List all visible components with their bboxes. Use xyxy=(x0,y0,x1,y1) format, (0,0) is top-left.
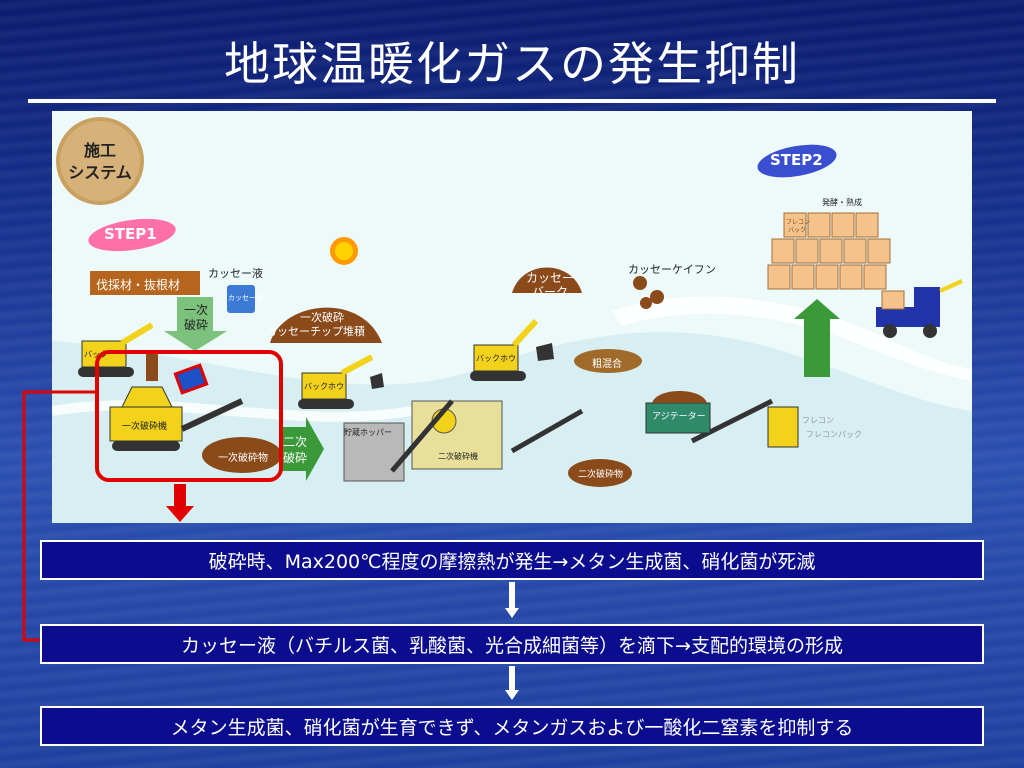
primary-crush-line2: 破砕 xyxy=(184,318,209,332)
primary-crusher-label: 一次破砕機 xyxy=(122,422,168,432)
backhoe-top xyxy=(470,318,554,381)
bark-pile xyxy=(512,267,582,293)
primary-crush-arrow xyxy=(164,297,227,351)
felling-logs xyxy=(90,271,200,295)
backhoe-mid xyxy=(298,354,384,409)
flecon-label: フレコン xyxy=(802,416,834,425)
secondary-crushed-label: 二次破砕物 xyxy=(578,470,624,480)
rough-mix-pile xyxy=(574,349,642,373)
flecon-bagger xyxy=(767,406,799,448)
kassei-liquid-label: カッセー液 xyxy=(208,267,263,280)
flecon-bag-stack xyxy=(767,212,891,290)
truck xyxy=(876,279,963,338)
kassei-liquid-can-label: カッセー液 xyxy=(228,294,263,302)
pile-label-line1: 一次破砕 xyxy=(300,311,344,324)
system-badge-line2: システム xyxy=(68,163,132,182)
explanation-box-3: メタン生成菌、硝化菌が生育できず、メタンガスおよび一酸化二窒素を抑制する xyxy=(40,706,984,746)
system-badge-line1: 施工 xyxy=(83,141,116,160)
step2-badge xyxy=(757,144,837,178)
sun-icon xyxy=(330,237,358,265)
backhoe-mid-label: バックホウ xyxy=(304,382,344,391)
flecon-bag-line2: バック xyxy=(788,227,807,234)
fermentation-label: 発酵・熟成 xyxy=(822,198,862,207)
conveyor-3 xyxy=(690,398,774,444)
storage-hopper-label: 貯蔵ホッパー xyxy=(344,428,392,437)
secondary-crusher-label: 二次破砕機 xyxy=(438,452,478,461)
process-diagram: 施工 システム STEP1 STEP2 伐採材・抜根材 カッセー液 カッセー液 … xyxy=(52,111,972,523)
powder-ball xyxy=(633,276,647,290)
backhoe-top-label: バックホウ xyxy=(476,354,516,363)
page-title: 地球温暖化ガスの発生抑制 xyxy=(224,37,800,91)
step2-label: STEP2 xyxy=(770,151,823,169)
agitator xyxy=(645,391,711,434)
flecon-bag-line1: フレコン xyxy=(786,219,811,226)
step1-badge xyxy=(88,218,176,252)
upward-arrow xyxy=(794,299,840,377)
down-arrow-2 xyxy=(505,666,519,704)
secondary-crush-line1: 二次 xyxy=(283,435,308,449)
backhoe-left-label: バック xyxy=(84,350,108,359)
felling-label: 伐採材・抜根材 xyxy=(96,278,181,292)
primary-crush-line1: 一次 xyxy=(184,303,209,317)
secondary-crushed-pile xyxy=(568,459,632,487)
conveyor-2 xyxy=(510,408,584,454)
secondary-crush-line2: 破砕 xyxy=(283,451,308,465)
bark-line1: カッセー xyxy=(526,271,575,285)
powder-ball xyxy=(650,290,664,304)
agitator-label: アジテーター xyxy=(652,412,706,422)
secondary-crusher xyxy=(411,400,503,470)
title-rule xyxy=(28,99,996,103)
kassei-powder-label: カッセーケイフン xyxy=(628,263,716,276)
rough-mix-label: 粗混合 xyxy=(592,359,622,370)
flecon-pack-label: フレコンパック xyxy=(806,430,862,439)
primary-crushed-label: 一次破砕物 xyxy=(218,453,268,464)
explanation-box-1: 破砕時、Max200℃程度の摩擦熱が発生→メタン生成菌、硝化菌が死滅 xyxy=(40,540,984,580)
kassei-liquid-can xyxy=(227,285,255,313)
secondary-crush-arrow xyxy=(280,417,324,481)
powder-ball xyxy=(640,297,652,309)
chip-pile xyxy=(270,307,382,343)
pile-label-line2: カッセーチップ堆積 xyxy=(266,325,365,338)
conveyor-1 xyxy=(390,399,454,473)
down-arrow-1 xyxy=(505,582,519,622)
bark-line2: バーク xyxy=(532,285,569,299)
step1-label: STEP1 xyxy=(104,225,157,243)
explanation-box-2: カッセー液（バチルス菌、乳酸菌、光合成細菌等）を滴下→支配的環境の形成 xyxy=(40,624,984,664)
